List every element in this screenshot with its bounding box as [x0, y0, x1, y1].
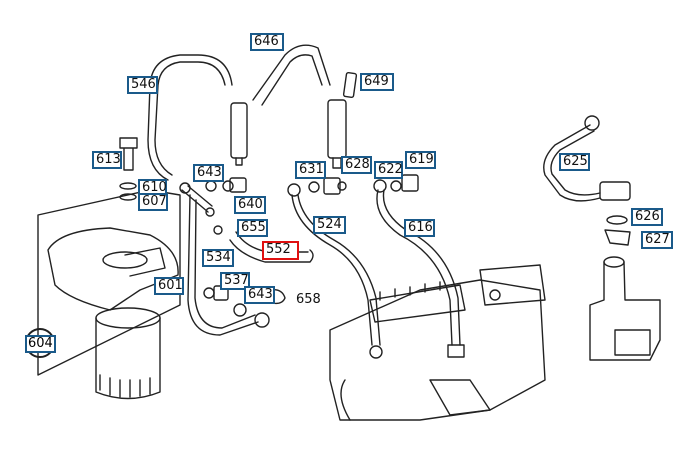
callout-613[interactable]: 613	[92, 151, 122, 169]
callout-625[interactable]: 625	[559, 153, 590, 171]
callout-537[interactable]: 537	[220, 272, 250, 290]
callout-631[interactable]: 631	[295, 161, 326, 179]
callout-552[interactable]: 552	[262, 241, 299, 260]
callout-604[interactable]: 604	[25, 328, 56, 358]
callout-627[interactable]: 627	[641, 231, 673, 249]
bolt-613	[119, 137, 138, 171]
callout-616[interactable]: 616	[404, 219, 435, 237]
callout-646[interactable]: 646	[250, 33, 284, 51]
pipe-616	[376, 189, 453, 346]
callout-604-text: 604	[25, 335, 56, 353]
hose-646	[252, 44, 331, 101]
callout-655[interactable]: 655	[237, 219, 268, 237]
callout-601[interactable]: 601	[154, 277, 184, 295]
hose-552	[229, 239, 314, 263]
injection-pump	[329, 264, 546, 421]
callout-546[interactable]: 546	[127, 76, 158, 94]
callout-619[interactable]: 619	[405, 151, 436, 169]
oil-filter	[95, 307, 161, 400]
fuel-line-534	[187, 194, 259, 336]
callout-649[interactable]: 649	[360, 73, 394, 91]
callout-607[interactable]: 607	[138, 193, 168, 211]
label-658[interactable]: 658	[296, 292, 321, 307]
vacuum-actuator	[589, 256, 661, 361]
callout-643-lower[interactable]: 643	[244, 286, 275, 304]
pipe-524	[291, 194, 373, 346]
callout-626[interactable]: 626	[631, 208, 663, 226]
callout-534[interactable]: 534	[202, 249, 234, 267]
callout-622[interactable]: 622	[374, 161, 403, 179]
callout-610[interactable]: 610	[138, 179, 167, 197]
filter-housing	[47, 227, 179, 311]
callout-628[interactable]: 628	[341, 156, 372, 174]
leakoff-hose-546	[154, 61, 226, 176]
callout-524[interactable]: 524	[313, 216, 346, 234]
pipe-625	[543, 124, 601, 202]
injector-left	[230, 102, 248, 166]
callout-640[interactable]: 640	[234, 196, 266, 214]
callout-643-upper[interactable]: 643	[193, 164, 224, 182]
